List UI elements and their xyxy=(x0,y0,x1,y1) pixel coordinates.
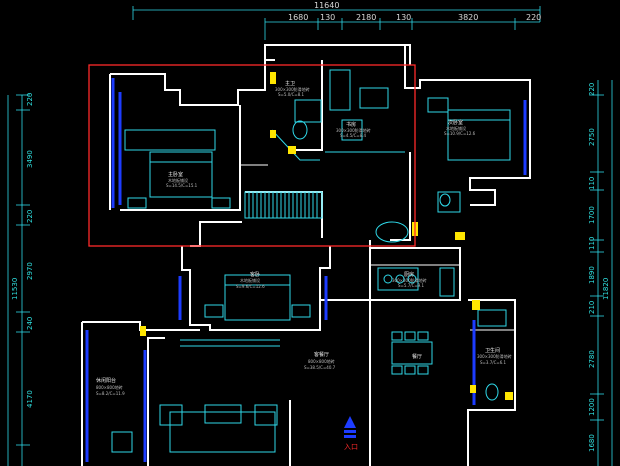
dim-seg-5: 3820 xyxy=(458,13,478,22)
room-living-name: 客餐厅 xyxy=(314,351,329,358)
room-guest-spec: 木地板铺设 xyxy=(240,277,260,283)
left-seg-2: 3490 xyxy=(26,150,34,168)
room-guest-area: S=9.6/C=12.6 xyxy=(236,284,265,289)
room-utility-spec: 300×300防滑地砖 xyxy=(477,353,512,359)
top-dimension-chain: 11640 1680 130 2180 130 3820 220 xyxy=(132,1,541,40)
right-seg-6: 1890 xyxy=(588,266,596,284)
left-seg-3: 220 xyxy=(26,210,34,223)
right-seg-4: 1700 xyxy=(588,206,596,224)
dining-table xyxy=(391,341,433,365)
room-balcony-area: S=8.2/C=11.9 xyxy=(96,391,125,396)
left-seg-5: 240 xyxy=(26,317,34,330)
left-total-label: 11530 xyxy=(11,278,19,300)
room-labels: 主卫 300×300防滑地砖 S=5.0/C=8.1 书房 300×300防滑地… xyxy=(96,80,512,396)
right-seg-9: 1200 xyxy=(588,398,596,416)
dim-seg-6: 220 xyxy=(526,13,541,22)
walls xyxy=(81,44,531,466)
right-total-label: 11820 xyxy=(602,278,610,300)
left-seg-1: 220 xyxy=(26,93,34,106)
room-second-spec: 木地板铺设 xyxy=(446,125,466,131)
room-study-area: S=4.5/C=8.4 xyxy=(340,133,367,138)
room-master-spec: 木地板铺设 xyxy=(168,177,188,183)
dim-seg-3: 2180 xyxy=(356,13,376,22)
coffee-table xyxy=(204,404,242,424)
right-dimension-chain: 11820 220 2750 110 1700 110 1890 210 278… xyxy=(588,80,613,466)
room-utility-area: S=3.7/C=6.1 xyxy=(480,360,507,365)
room-dining-name: 餐厅 xyxy=(412,353,422,360)
left-seg-6: 4170 xyxy=(26,390,34,408)
living-sofa xyxy=(169,411,276,453)
room-living-area: S=38.5/C=40.7 xyxy=(304,365,336,370)
room-bath-area: S=5.0/C=8.1 xyxy=(278,92,305,97)
room-study-spec: 300×300防滑地砖 xyxy=(336,127,371,133)
furniture xyxy=(111,69,511,453)
room-kitchen-area: S=5.7/C=9.1 xyxy=(398,283,425,288)
bath-toilet xyxy=(292,120,308,140)
dim-seg-1: 1680 xyxy=(288,13,308,22)
room-second-area: S=10.9/C=12.6 xyxy=(444,131,476,136)
room-balcony-name: 休闲阳台 xyxy=(96,377,116,384)
dim-seg-4: 130 xyxy=(396,13,411,22)
room-bath-spec: 300×300防滑地砖 xyxy=(275,86,310,92)
room-bath-name: 主卫 xyxy=(285,80,295,87)
room-study-name: 书房 xyxy=(346,121,356,128)
right-seg-1: 220 xyxy=(588,83,596,96)
total-width-label: 11640 xyxy=(314,1,339,10)
entrance-arrow-icon xyxy=(344,416,356,428)
entrance-marker: 入口 xyxy=(344,416,358,451)
study-shelf xyxy=(329,69,351,111)
room-balcony-spec: 800×800地砖 xyxy=(96,384,123,390)
room-kitchen-name: 厨房 xyxy=(404,271,414,278)
right-seg-3: 110 xyxy=(588,177,596,190)
entrance-label: 入口 xyxy=(344,443,358,451)
room-master-area: S=14.5/C=15.1 xyxy=(166,183,198,188)
highlight-box xyxy=(88,64,416,247)
right-seg-2: 2750 xyxy=(588,128,596,146)
right-seg-5: 110 xyxy=(588,237,596,250)
room-living-spec: 800×800地砖 xyxy=(308,358,335,364)
room-master-name: 主卧室 xyxy=(168,171,183,178)
right-seg-8: 2780 xyxy=(588,350,596,368)
left-dimension-chain: 11530 220 3490 220 2970 240 4170 xyxy=(7,93,34,466)
room-utility-name: 卫生间 xyxy=(485,347,500,354)
left-seg-4: 2970 xyxy=(26,262,34,280)
stairs xyxy=(244,191,323,219)
kitchen-counter xyxy=(377,267,419,291)
room-kitchen-spec: 300×300防滑地砖 xyxy=(392,277,427,283)
right-seg-10: 1680 xyxy=(588,434,596,452)
room-guest-name: 客卧 xyxy=(250,271,260,278)
dim-seg-2: 130 xyxy=(320,13,335,22)
room-second-name: 次卧室 xyxy=(448,119,463,126)
right-seg-7: 210 xyxy=(588,301,596,314)
